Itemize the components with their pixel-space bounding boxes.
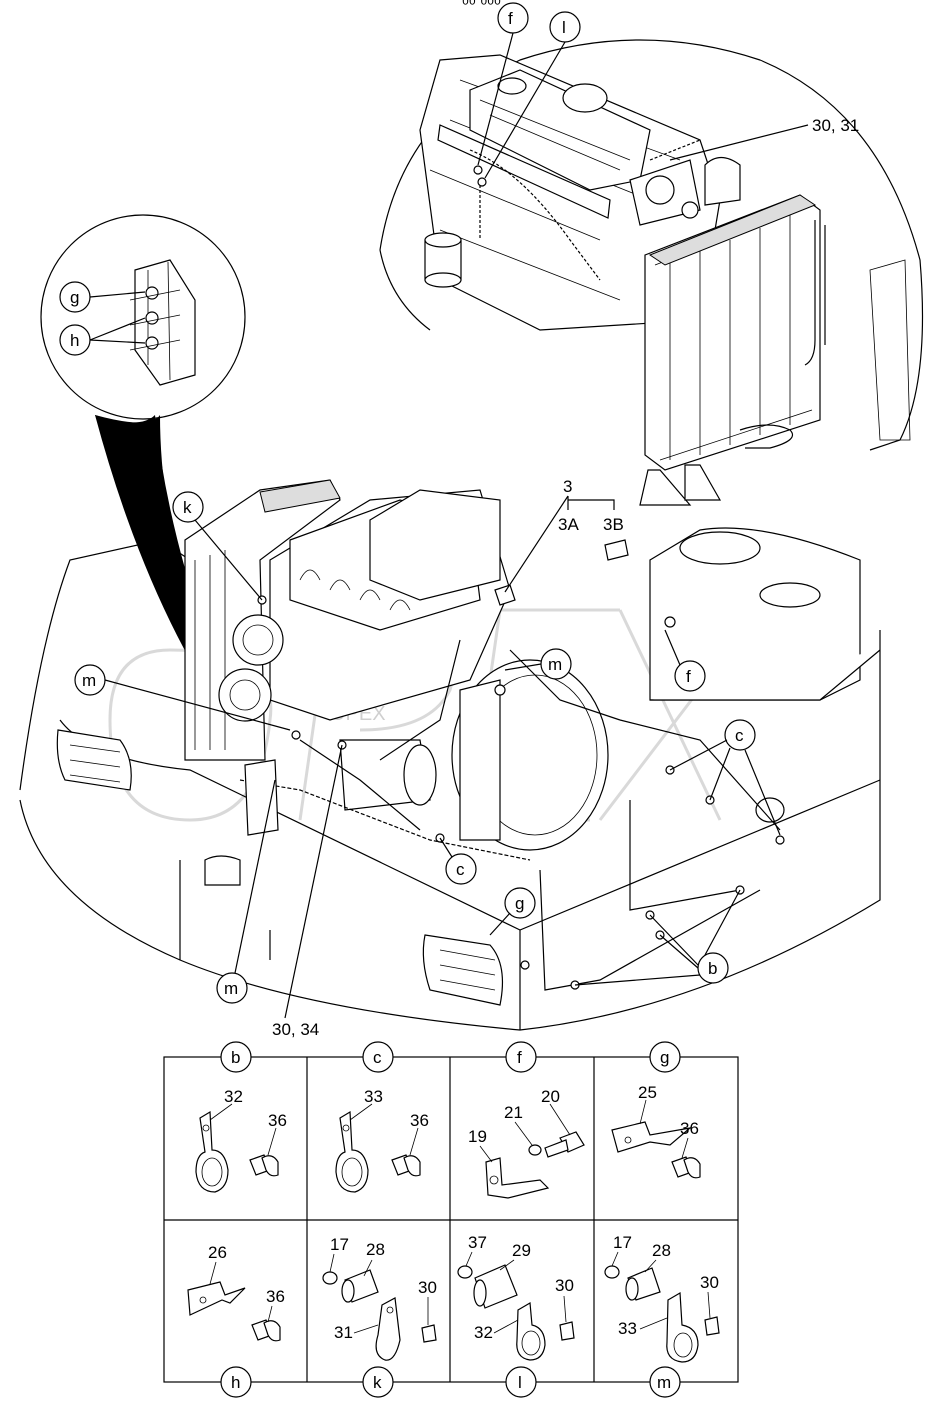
callout-letter: g: [70, 288, 79, 307]
upper-engine-assembly: [379, 39, 924, 506]
cell-letter: k: [373, 1373, 382, 1392]
callout-letter: m: [548, 655, 562, 674]
part-number: 25: [638, 1083, 657, 1102]
table-letter-c: c: [362, 1041, 394, 1073]
callout-c-right: c: [669, 719, 781, 836]
callout-m-left: m: [74, 664, 291, 731]
table-letter-k: k: [362, 1366, 394, 1398]
part-number: 17: [330, 1235, 349, 1254]
part-number: 33: [364, 1087, 383, 1106]
part-number: 28: [652, 1241, 671, 1260]
callout-letter: m: [224, 979, 238, 998]
cell-letter: l: [518, 1373, 522, 1392]
callout-f-lower: f: [664, 629, 706, 692]
part-number: 32: [474, 1323, 493, 1342]
callout-letter: f: [508, 9, 513, 28]
callout-k: k: [172, 491, 263, 601]
table-letter-f: f: [505, 1041, 537, 1073]
callout-letter: h: [70, 331, 79, 350]
callout-letter: m: [82, 671, 96, 690]
cell-letter: g: [660, 1048, 669, 1067]
callout-m-bottom: m: [216, 779, 276, 1004]
callout-l-upper: l: [484, 11, 581, 179]
table-letter-h: h: [220, 1366, 252, 1398]
callout-letter: c: [735, 726, 744, 745]
detail-table: [163, 1056, 739, 1383]
cell-l-parts: 37 29 30 32: [457, 1233, 575, 1361]
cell-b-parts: 32 36: [195, 1087, 287, 1193]
part-number-label: 30, 34: [272, 1020, 319, 1039]
cell-f-parts: 20 21 19: [468, 1087, 585, 1199]
cell-c-parts: 33 36: [335, 1087, 429, 1193]
part-number: 21: [504, 1103, 523, 1122]
part-number-label: 3A: [558, 515, 579, 534]
part-number: 37: [468, 1233, 487, 1252]
callout-letter: l: [562, 18, 566, 37]
callout-g-lower: g: [489, 887, 536, 936]
table-letter-m: m: [649, 1366, 681, 1398]
part-number: 30: [700, 1273, 719, 1292]
part-number-label: 30, 31: [812, 116, 859, 135]
callout-letter: c: [456, 860, 465, 879]
part-number-label: 3B: [603, 515, 624, 534]
table-letter-l: l: [505, 1366, 537, 1398]
part-number: 29: [512, 1241, 531, 1260]
part-number: 28: [366, 1240, 385, 1259]
callout-letter: k: [183, 498, 192, 517]
part-number: 19: [468, 1127, 487, 1146]
lower-machine-assembly: [19, 479, 881, 1031]
top-mark: ⁰⁰ ⁰⁰⁰: [462, 0, 501, 14]
part-number: 31: [334, 1323, 353, 1342]
callout-letter: b: [708, 959, 717, 978]
cell-letter: f: [517, 1048, 522, 1067]
part-number: 30: [555, 1276, 574, 1295]
part-number: 32: [224, 1087, 243, 1106]
label-30-31: 30, 31: [669, 116, 859, 161]
cell-g-parts: 25 36: [611, 1083, 701, 1179]
part-number-label: 3: [563, 477, 572, 496]
label-3: 3 3A 3B: [504, 477, 624, 593]
part-number: 33: [618, 1319, 637, 1338]
cell-h-parts: 26 36: [187, 1243, 285, 1342]
label-30-34: 30, 34: [272, 744, 343, 1039]
part-number: 36: [410, 1111, 429, 1130]
part-number: 36: [680, 1119, 699, 1138]
part-number: 36: [266, 1287, 285, 1306]
cell-m-parts: 17 28 30 33: [604, 1233, 720, 1363]
callout-letter: f: [686, 667, 691, 686]
part-number: 30: [418, 1278, 437, 1297]
callout-c-center: c: [439, 837, 477, 885]
part-number: 17: [613, 1233, 632, 1252]
callout-letter: g: [515, 894, 524, 913]
cell-letter: m: [657, 1373, 671, 1392]
part-number: 20: [541, 1087, 560, 1106]
cell-letter: b: [231, 1048, 240, 1067]
cell-letter: c: [373, 1048, 382, 1067]
callout-f-upper: f: [477, 2, 529, 166]
part-number: 36: [268, 1111, 287, 1130]
table-letter-b: b: [220, 1041, 252, 1073]
inset-detail-circle: g h: [40, 214, 246, 420]
cell-letter: h: [231, 1373, 240, 1392]
callout-m-right: m: [504, 648, 572, 680]
table-letter-g: g: [649, 1041, 681, 1073]
cell-k-parts: 17 28 30 31: [322, 1235, 437, 1361]
callout-b: b: [574, 889, 741, 986]
part-number: 26: [208, 1243, 227, 1262]
